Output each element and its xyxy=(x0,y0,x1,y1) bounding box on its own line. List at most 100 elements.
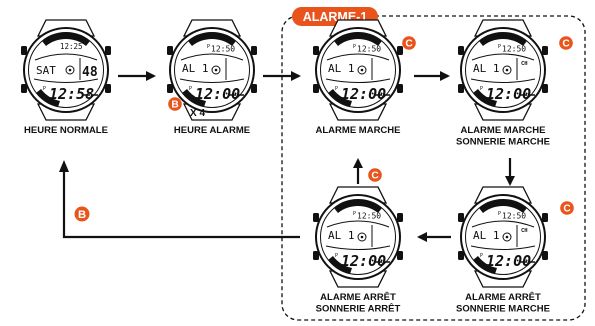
arrow-w5-to-w6-head xyxy=(417,232,427,242)
center-pin xyxy=(68,68,72,72)
center-pin xyxy=(360,68,364,72)
bezel-sector-bottom xyxy=(182,89,206,107)
button-letter: B xyxy=(171,100,178,111)
button-b-marker xyxy=(168,97,182,111)
main-time: 12:00 xyxy=(486,252,531,270)
bezel-sector-top xyxy=(479,32,527,46)
pm-indicator: P xyxy=(335,253,338,259)
bezel-sector-bottom xyxy=(328,256,352,274)
button-letter: C xyxy=(562,39,570,50)
side-button-upper-left xyxy=(313,46,319,55)
bezel-sector-top xyxy=(42,32,90,46)
side-button-upper-left xyxy=(458,213,464,222)
pm-indicator: P xyxy=(480,86,483,92)
bezel-sector-bottom xyxy=(36,89,60,107)
bezel-sector-top xyxy=(334,32,382,46)
watch-caption: ALARME ARRÊT xyxy=(320,291,396,303)
lcd-divider-upper xyxy=(180,53,244,61)
side-button-upper-right xyxy=(397,213,403,222)
center-pin xyxy=(360,235,364,239)
button-letter: B xyxy=(78,209,86,221)
bezel-sector-top xyxy=(188,32,236,46)
lcd-divider-lower xyxy=(470,245,536,251)
pm-indicator-top: P xyxy=(353,44,356,50)
side-button-lower-left xyxy=(167,84,173,93)
side-button-upper-right xyxy=(251,46,257,55)
chime-indicator: CH xyxy=(521,61,528,67)
side-button-upper-right xyxy=(542,213,548,222)
side-button-lower-right xyxy=(397,251,403,260)
pm-indicator-top: P xyxy=(498,44,501,50)
center-pin xyxy=(214,68,218,72)
main-time: 12:00 xyxy=(341,252,386,270)
mode-display: AL 1 xyxy=(328,62,355,75)
button-c-marker xyxy=(560,201,574,215)
side-button-lower-left xyxy=(458,84,464,93)
arrow-w6-to-w1 xyxy=(62,170,300,239)
main-time: 12:00 xyxy=(195,85,240,103)
side-button-lower-left xyxy=(313,84,319,93)
day-display: SAT xyxy=(36,64,56,77)
watch-caption: HEURE NORMALE xyxy=(24,125,108,136)
lcd-divider-lower xyxy=(325,245,391,251)
lcd-divider-upper xyxy=(326,220,390,228)
main-time: 12:00 xyxy=(486,85,531,103)
watch-caption: SONNERIE MARCHE xyxy=(456,304,550,315)
side-button-upper-left xyxy=(313,213,319,222)
bezel-sector-bottom xyxy=(328,89,352,107)
arrow-w3-to-w4-head xyxy=(440,71,450,81)
chime-indicator: CH xyxy=(521,228,528,234)
mode-display: AL 1 xyxy=(473,229,500,242)
side-button-upper-left xyxy=(458,46,464,55)
pm-indicator: P xyxy=(189,86,192,92)
side-button-lower-left xyxy=(458,251,464,260)
button-c-marker xyxy=(559,36,573,50)
button-letter: C xyxy=(563,204,571,215)
alarm-group-frame xyxy=(281,15,586,321)
button-letter: C xyxy=(371,171,379,182)
button-b-marker xyxy=(74,206,90,222)
button-letter: C xyxy=(405,39,413,50)
watch-caption: ALARME MARCHE xyxy=(316,125,401,136)
side-button-upper-left xyxy=(21,46,27,55)
pm-indicator-top: P xyxy=(353,211,356,217)
top-time: 12:50 xyxy=(502,212,526,221)
top-time: 12:50 xyxy=(357,212,381,221)
lcd-divider-lower xyxy=(325,78,391,84)
watch-caption: SONNERIE ARRÊT xyxy=(316,303,401,315)
side-button-lower-right xyxy=(251,84,257,93)
arrow-w1-to-w2-head xyxy=(146,71,156,81)
main-time: 12:00 xyxy=(341,85,386,103)
side-button-lower-right xyxy=(397,84,403,93)
top-time: 12:50 xyxy=(502,45,526,54)
top-time: 12:50 xyxy=(357,45,381,54)
lcd-divider-upper xyxy=(34,53,98,61)
watch-caption: HEURE ALARME xyxy=(174,125,250,136)
side-button-lower-right xyxy=(542,84,548,93)
watch-caption: ALARME ARRÊT xyxy=(465,291,541,303)
side-button-upper-right xyxy=(397,46,403,55)
button-c-marker xyxy=(402,36,416,50)
bezel-sector-top xyxy=(479,199,527,213)
side-button-lower-left xyxy=(21,84,27,93)
lcd-divider-lower xyxy=(470,78,536,84)
lcd-divider-upper xyxy=(471,220,535,228)
top-time: 12:50 xyxy=(211,45,235,54)
side-button-lower-left xyxy=(313,251,319,260)
bezel-sector-bottom xyxy=(473,256,497,274)
center-pin xyxy=(505,68,509,72)
mode-display: AL 1 xyxy=(328,229,355,242)
arrow-w4-to-w5-head xyxy=(505,176,515,186)
side-button-lower-right xyxy=(542,251,548,260)
pm-indicator: P xyxy=(43,86,46,92)
main-time: 12:58 xyxy=(49,85,94,103)
lcd-divider-lower xyxy=(179,78,245,84)
arrow-w2-to-w3-head xyxy=(291,71,301,81)
top-time: 12:25 xyxy=(60,42,83,51)
